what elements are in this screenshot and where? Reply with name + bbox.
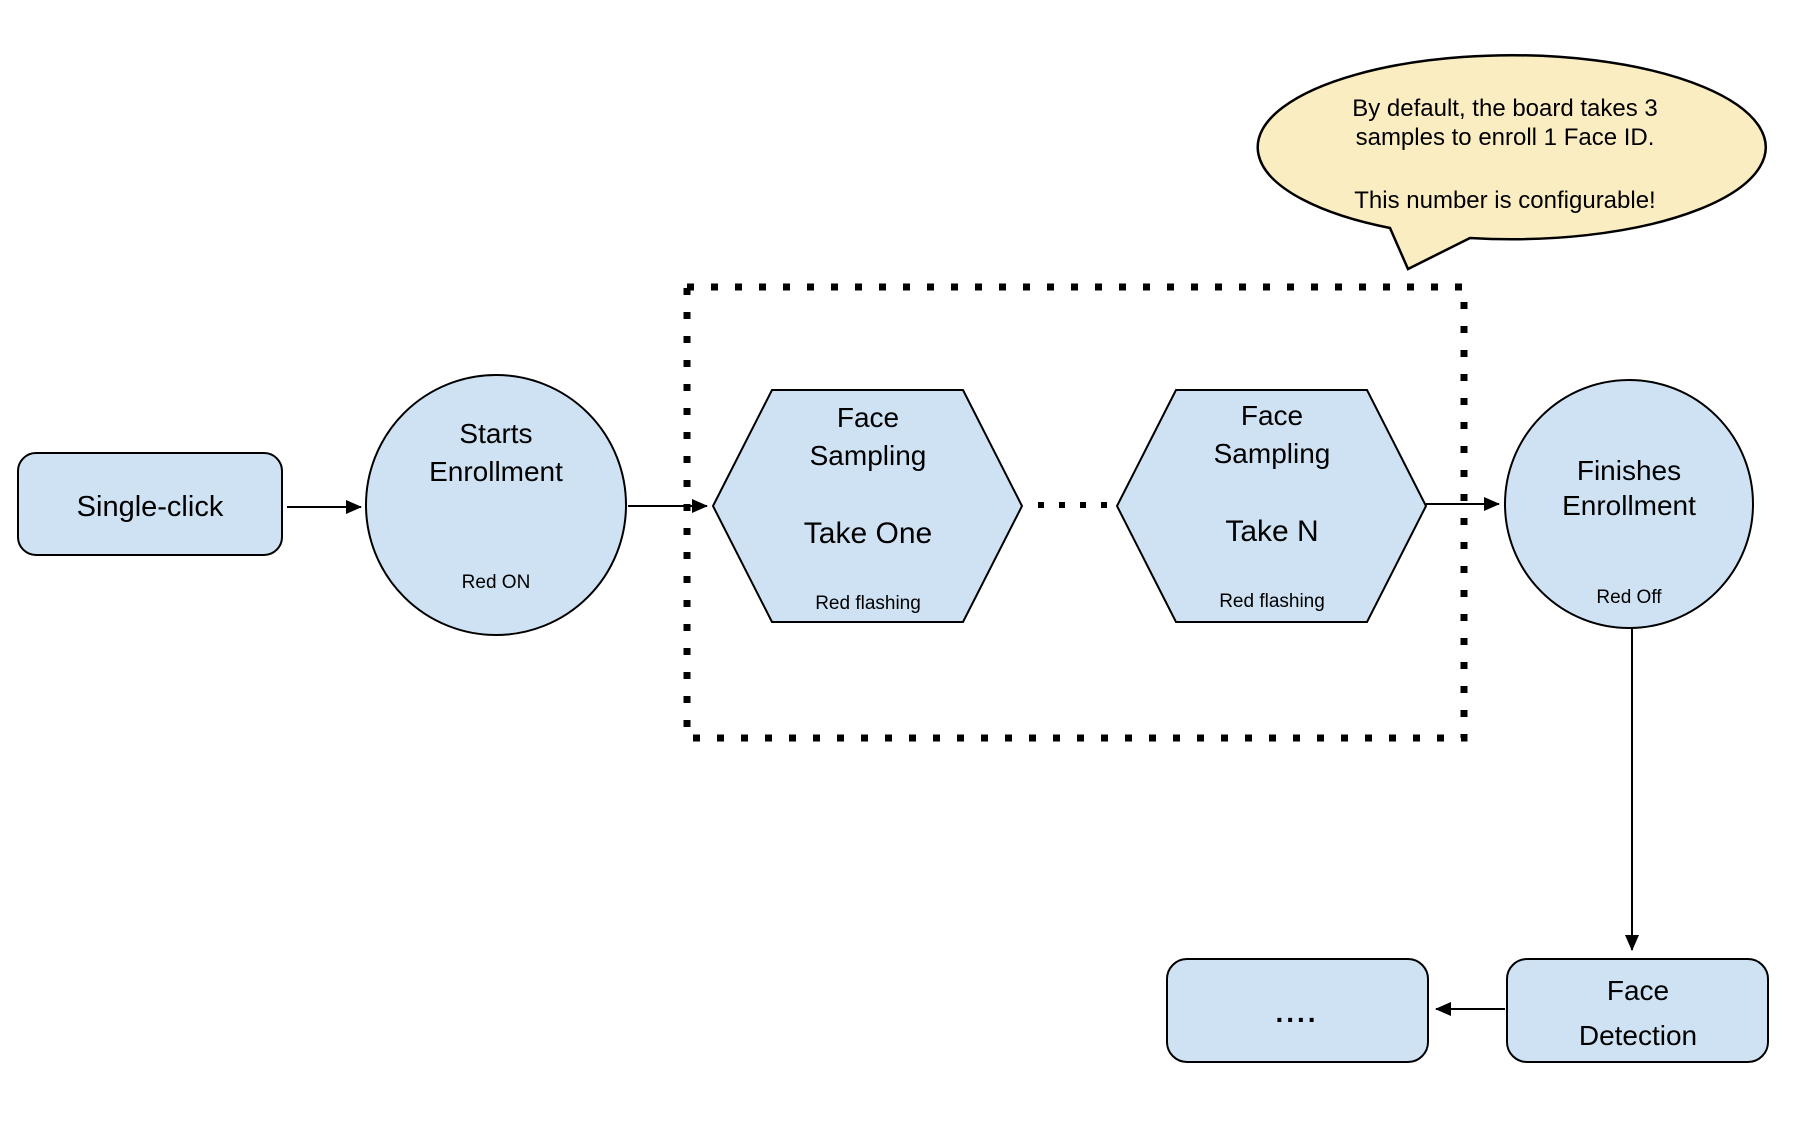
take-one-title-line1: Face <box>837 402 899 433</box>
finishes-enrollment-title-line2: Enrollment <box>1562 490 1696 521</box>
take-n-step-label: Take N <box>1225 515 1318 548</box>
single-click-box <box>17 452 283 556</box>
sampling-loop-dotted-boundary <box>683 283 1468 742</box>
finishes-enrollment-node: Finishes Enrollment Red Off <box>1504 379 1754 629</box>
face-detection-node: Face Detection <box>1506 958 1769 1063</box>
starts-enrollment-status: Red ON <box>462 572 531 593</box>
take-n-status: Red flashing <box>1219 591 1325 612</box>
face-detection-title-line1: Face <box>1607 975 1669 1006</box>
single-click-label: Single-click <box>77 491 224 523</box>
single-click-node: Single-click <box>17 452 283 556</box>
finishes-enrollment-status: Red Off <box>1596 587 1662 608</box>
face-detection-title-line2: Detection <box>1579 1020 1697 1051</box>
callout-bubble: By default, the board takes 3 samples to… <box>1256 54 1767 271</box>
take-one-step-label: Take One <box>804 517 932 550</box>
take-one-title-line2: Sampling <box>810 440 927 471</box>
callout-line-2: samples to enroll 1 Face ID. <box>1356 124 1655 151</box>
starts-enrollment-circle <box>365 374 627 636</box>
finishes-enrollment-title-line1: Finishes <box>1577 455 1681 486</box>
callout-line-1: By default, the board takes 3 <box>1352 95 1658 122</box>
face-sampling-take-one-node: Face Sampling Take One Red flashing <box>711 389 1024 623</box>
face-sampling-take-n-hexagon <box>1115 389 1428 623</box>
take-n-title-line2: Sampling <box>1214 438 1331 469</box>
continuation-label: .... <box>1275 997 1318 1028</box>
face-sampling-take-n-node: Face Sampling Take N Red flashing <box>1115 389 1428 623</box>
continuation-box <box>1166 958 1429 1063</box>
callout-line-3: This number is configurable! <box>1354 187 1655 214</box>
face-detection-box <box>1506 958 1769 1063</box>
take-n-title-line1: Face <box>1241 400 1303 431</box>
callout-bubble-shape <box>1256 54 1767 271</box>
starts-enrollment-node: Starts Enrollment Red ON <box>365 374 627 636</box>
starts-enrollment-title-line1: Starts <box>459 418 532 449</box>
take-one-status: Red flashing <box>815 593 921 614</box>
face-sampling-take-one-hexagon <box>711 389 1024 623</box>
continuation-node: .... <box>1166 958 1429 1063</box>
finishes-enrollment-circle <box>1504 379 1754 629</box>
starts-enrollment-title-line2: Enrollment <box>429 456 563 487</box>
